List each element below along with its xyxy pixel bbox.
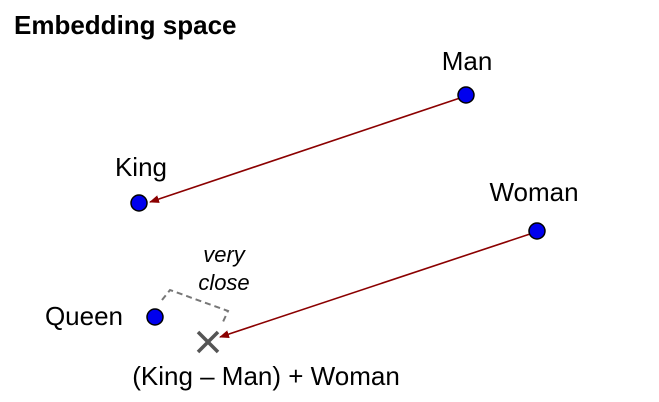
queen-point xyxy=(146,308,164,326)
man-label: Man xyxy=(442,46,493,76)
queen-label: Queen xyxy=(45,301,123,331)
annotation-very: very xyxy=(203,242,247,267)
woman-point xyxy=(528,222,546,240)
king-label: King xyxy=(115,152,167,182)
man-point xyxy=(457,86,475,104)
very-close-bracket xyxy=(161,288,230,325)
result-label: (King – Man) + Woman xyxy=(132,361,400,391)
king-point xyxy=(130,194,148,212)
woman-label: Woman xyxy=(489,177,578,207)
annotation-close: close xyxy=(198,270,249,295)
diagram-title: Embedding space xyxy=(14,10,237,40)
man-to-king-arrow xyxy=(149,95,467,203)
woman-to-result-arrow xyxy=(219,231,537,338)
result-cross-icon xyxy=(196,330,220,354)
